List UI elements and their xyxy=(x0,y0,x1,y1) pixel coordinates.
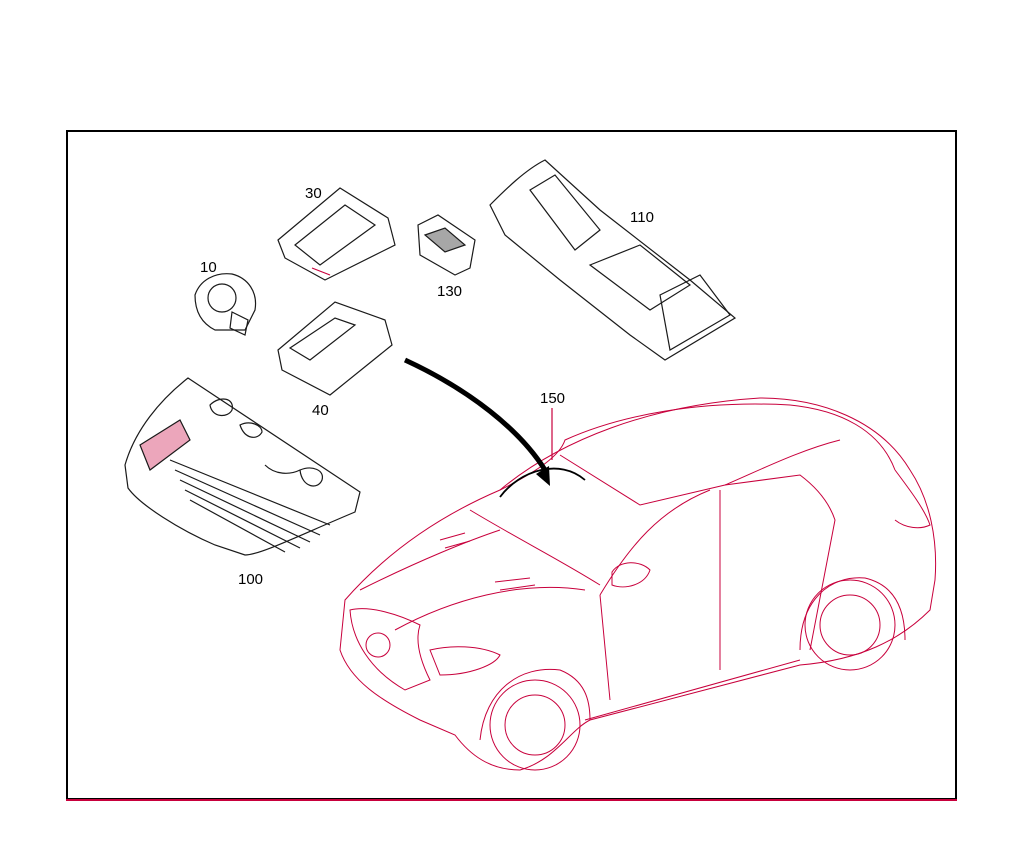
car-front-arch xyxy=(479,668,591,741)
car-badge xyxy=(365,632,391,658)
callout-10: 10 xyxy=(200,259,217,276)
vehicle-illustration xyxy=(339,397,937,771)
callout-30: 30 xyxy=(305,185,322,202)
car-headlight xyxy=(429,646,501,676)
car-hood-vents xyxy=(439,532,536,591)
callout-100: 100 xyxy=(238,571,264,588)
direction-arrow xyxy=(403,357,548,472)
callout-110: 110 xyxy=(630,209,654,226)
car-rear-arch xyxy=(799,577,906,651)
callout-40: 40 xyxy=(312,402,329,419)
part-10-module xyxy=(194,273,257,336)
part-30-bracket xyxy=(277,187,396,281)
car-tail xyxy=(894,469,931,529)
car-rear-door xyxy=(724,474,836,651)
part-110-console xyxy=(489,159,737,361)
frame-bottom-accent xyxy=(66,799,957,801)
car-roofline xyxy=(499,403,896,491)
car-windshield xyxy=(559,439,841,506)
car-rear-hub xyxy=(819,594,881,656)
car-hood-line xyxy=(469,509,601,586)
part-100-overhead-panel xyxy=(124,377,361,556)
car-grille xyxy=(349,608,431,691)
part-130-switch xyxy=(417,214,476,276)
car-body-outline xyxy=(339,397,937,771)
car-rear-wheel xyxy=(804,579,896,671)
part-150-cover xyxy=(499,467,586,498)
part-40-housing xyxy=(277,301,393,396)
arrow-head xyxy=(536,466,550,486)
callout-130: 130 xyxy=(437,283,463,300)
car-hood-crease xyxy=(359,529,586,631)
car-mirror xyxy=(611,562,651,588)
callout-150: 150 xyxy=(540,390,566,407)
car-side-sill xyxy=(584,659,801,721)
car-front-hub xyxy=(504,694,566,756)
car-front-wheel xyxy=(489,679,581,771)
car-front-door xyxy=(599,489,721,701)
